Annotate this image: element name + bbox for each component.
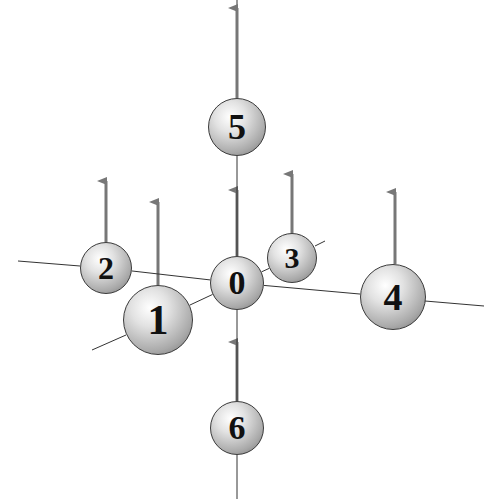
- axis-line: [264, 285, 360, 294]
- atom-sphere: 3: [267, 233, 317, 283]
- axis-extension: [18, 0, 484, 499]
- atom-number: 0: [229, 266, 246, 300]
- axis-line: [237, 310, 238, 401]
- atom-number: 4: [384, 278, 403, 316]
- atom-number: 2: [98, 252, 114, 284]
- atom-sphere: 4: [360, 264, 426, 330]
- axis-line: [237, 156, 238, 256]
- axis-line: [132, 271, 210, 280]
- axis-line: [190, 294, 213, 305]
- atom-number: 6: [229, 411, 246, 445]
- atom-sphere: 0: [210, 256, 264, 310]
- atom-sphere: 6: [210, 401, 264, 455]
- atom-number: 5: [228, 109, 246, 145]
- atom-sphere: 5: [208, 98, 266, 156]
- atom-number: 3: [285, 243, 300, 273]
- axis-line: [262, 268, 270, 271]
- atom-sphere: 1: [123, 285, 193, 355]
- spin-arrow: [106, 8, 395, 401]
- atom-sphere: 2: [80, 242, 132, 294]
- atom-number: 1: [148, 299, 169, 341]
